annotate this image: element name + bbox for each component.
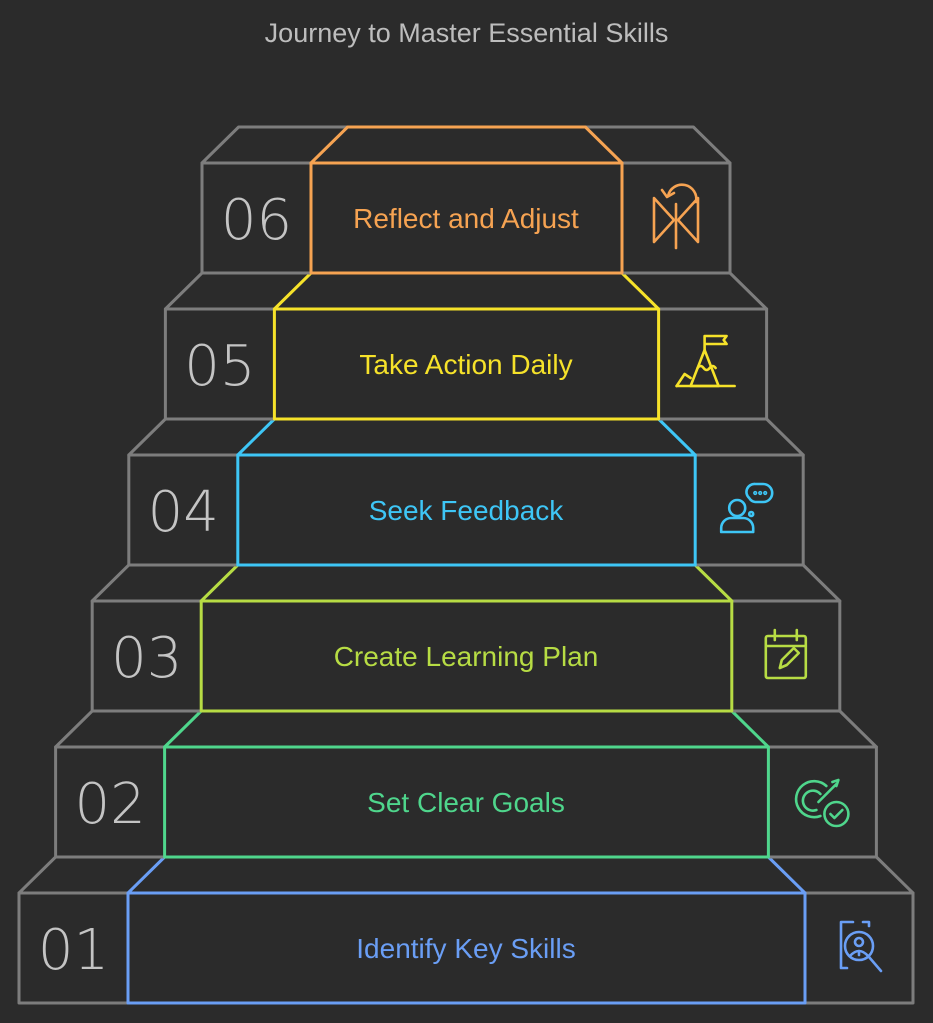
step-number: 05 [184, 334, 255, 399]
step-box [163, 745, 770, 859]
person-thought-icon [719, 482, 774, 534]
step-01: 01 Identify Key Skills [17, 855, 915, 1005]
step-04: 04 Seek Feedback [127, 417, 805, 567]
step-number: 01 [38, 918, 109, 983]
page-title: Journey to Master Essential Skills [264, 18, 669, 48]
step-02: 02 Set Clear Goals [54, 709, 878, 859]
step-top [236, 417, 697, 457]
step-label: Take Action Daily [359, 349, 572, 380]
step-label: Seek Feedback [369, 495, 565, 526]
step-label: Create Learning Plan [334, 641, 599, 672]
calendar-edit-icon [764, 628, 808, 680]
step-box [272, 307, 661, 421]
step-top [163, 709, 770, 749]
step-06: 06 Reflect and Adjust [200, 125, 732, 275]
step-number: 02 [74, 772, 145, 837]
step-03: 03 Create Learning Plan [90, 563, 842, 713]
step-top [309, 125, 624, 165]
step-box [199, 599, 734, 713]
step-label: Set Clear Goals [367, 787, 565, 818]
step-box [236, 453, 697, 567]
step-number: 03 [111, 626, 182, 691]
step-box [309, 161, 624, 275]
step-05: 05 Take Action Daily [163, 271, 769, 421]
step-top [272, 271, 661, 311]
step-top [126, 855, 807, 895]
step-label: Identify Key Skills [356, 933, 575, 964]
reflect-icon [652, 183, 700, 250]
step-box [126, 891, 807, 1005]
mountain-flag-icon [675, 334, 736, 388]
search-person-icon [839, 920, 883, 973]
target-check-icon [794, 778, 850, 828]
step-top [199, 563, 734, 603]
step-number: 06 [221, 188, 292, 253]
step-number: 04 [148, 480, 219, 545]
step-label: Reflect and Adjust [353, 203, 579, 234]
